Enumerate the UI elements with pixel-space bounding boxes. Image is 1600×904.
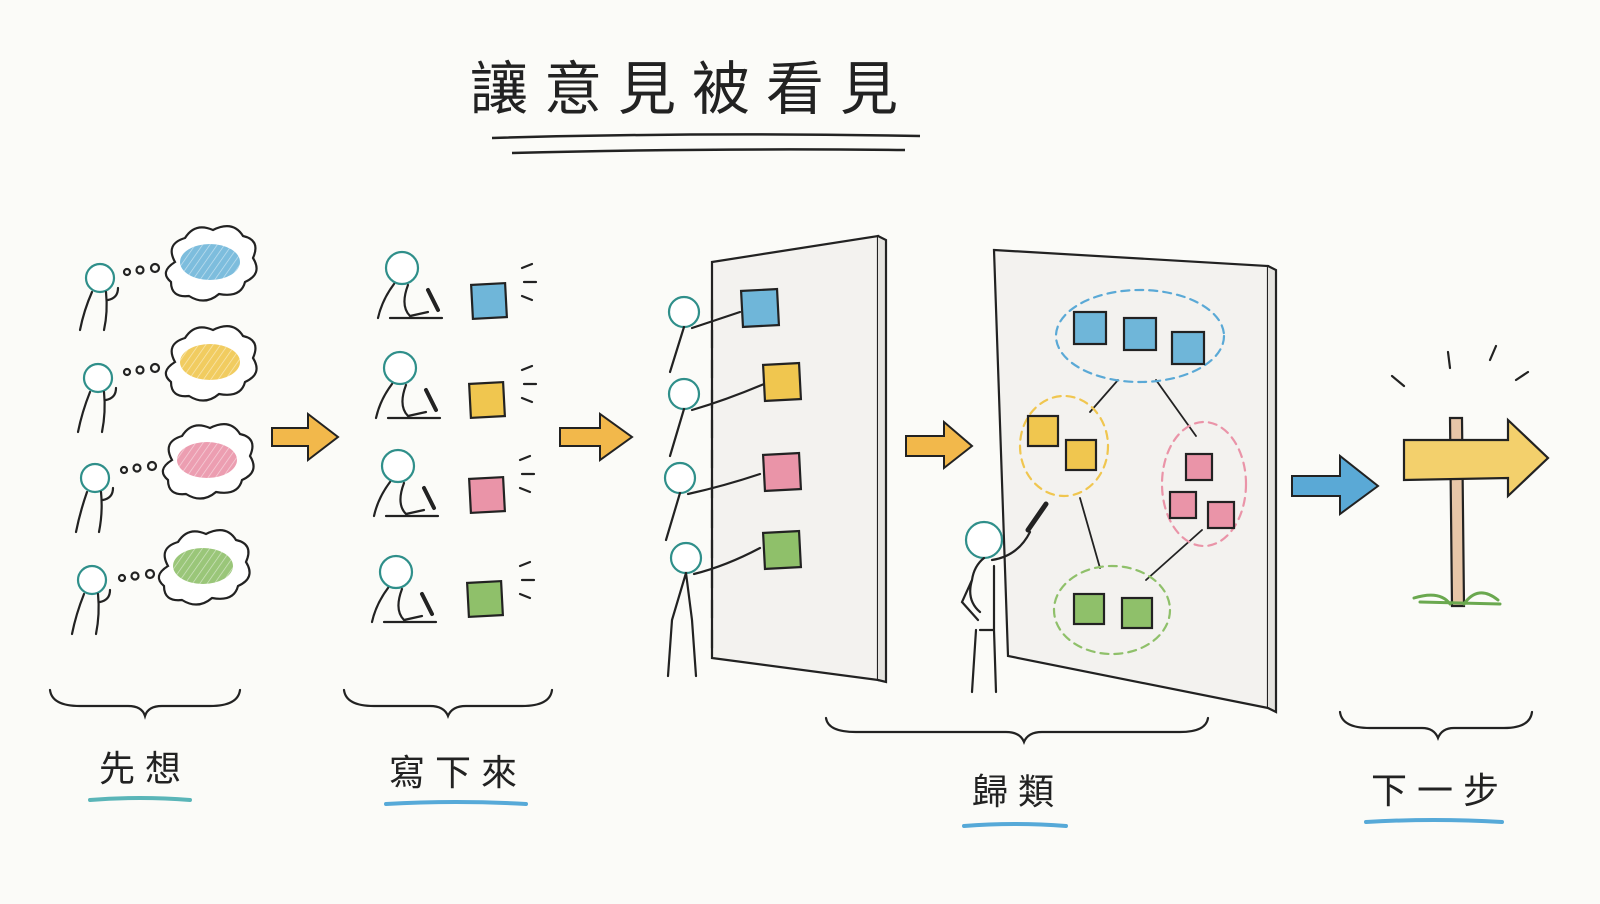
sticky-note-icon [761,361,803,403]
step-label-write: 寫下來 [388,753,527,794]
group-column [824,248,1278,745]
title-underline [491,133,921,155]
step-label-think: 先想 [98,749,191,790]
thinking-person [76,362,161,434]
writing-person [374,350,442,420]
arrow-right-icon [1291,453,1380,516]
page-title: 讓意見被看見 [470,55,915,123]
sticky-note-icon [469,262,538,321]
thought-bubble-icon [161,423,255,500]
posting-person [667,295,742,374]
label-underlines [88,796,1504,828]
step-label-next: 下一步 [1370,771,1509,812]
thinking-person [74,460,158,534]
brace [1338,710,1534,741]
sticky-note-icon [761,451,803,493]
posting-person [667,377,766,458]
sticky-note-icon [467,364,538,420]
thought-bubble-icon [164,225,258,302]
cluster-green [1052,564,1172,656]
writing-person [376,250,444,320]
pen-icon [420,592,434,616]
brace [48,688,242,720]
brace [824,716,1210,745]
posting-person [666,541,762,678]
writing-person [370,554,438,624]
sticky-note-icon [465,560,536,619]
cluster-pink [1160,420,1248,548]
board-column [663,234,888,684]
posting-person [663,461,762,542]
thought-bubble-icon [157,529,251,606]
pen-icon [426,288,440,312]
cluster-yellow [1018,394,1110,498]
thinking-person [78,262,161,332]
pen-icon [422,486,436,510]
pen-icon [424,388,438,412]
signpost-icon [1390,344,1550,608]
cluster-blue [1054,288,1226,384]
thought-bubble-icon [164,325,258,402]
think-column [48,225,258,720]
writing-person [372,448,440,518]
arrow-right-icon [905,419,974,471]
facilitator-person [960,501,1049,694]
arrow-right-icon [559,412,634,462]
sticky-note-icon [467,454,536,515]
thinking-person [70,564,156,636]
arrow-right-icon [271,411,340,463]
brace [342,688,554,719]
pen-icon [1025,501,1049,533]
sticky-note-icon [761,529,803,571]
write-column [342,250,554,719]
sticky-note-icon [739,287,781,329]
step-label-group: 歸類 [971,772,1064,813]
